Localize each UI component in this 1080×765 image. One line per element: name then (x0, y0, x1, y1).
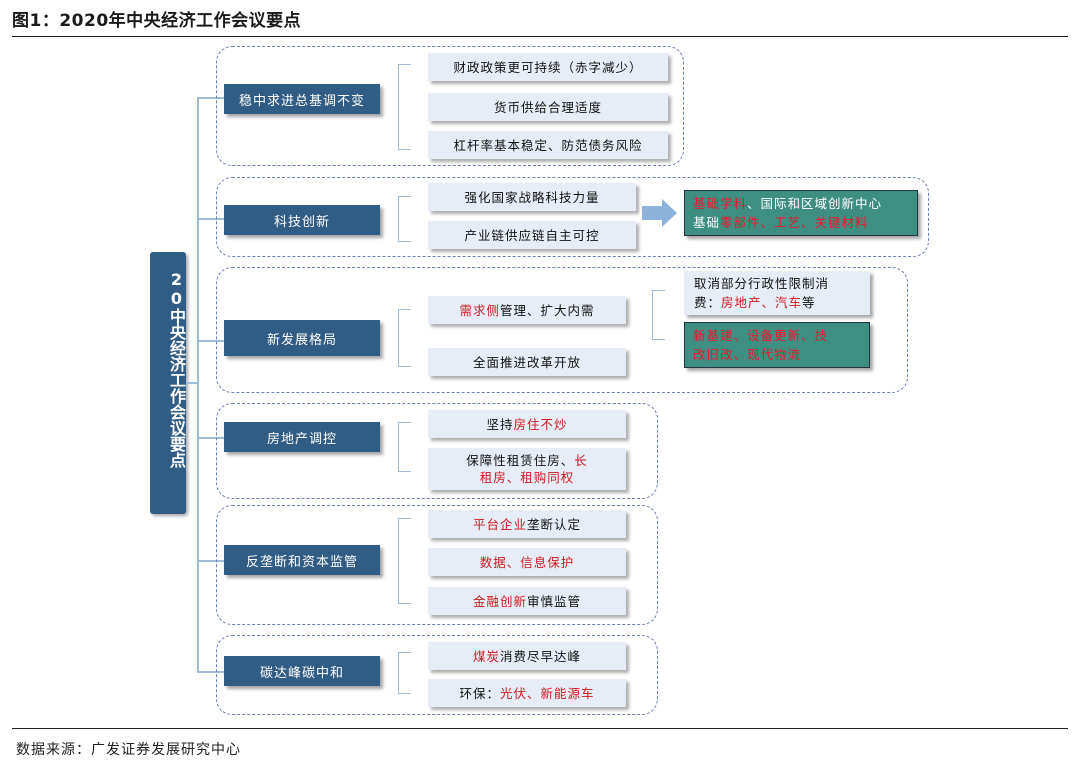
consumption-detail-line-2: 费：房地产、汽车等 (694, 295, 816, 310)
title-rule (12, 36, 1068, 37)
group-3-brace (398, 309, 411, 367)
item-green-energy: 环保：光伏、新能源车 (428, 679, 626, 707)
item-fintech-regulation: 金融创新审慎监管 (428, 587, 626, 615)
branch-2 (197, 218, 224, 220)
branch-6 (197, 671, 224, 673)
item-coal-peak: 煤炭消费尽早达峰 (428, 642, 626, 670)
spine-connector (186, 382, 198, 384)
tech-detail-line-2: 基础零部件、工艺、关键材料 (693, 215, 869, 230)
branch-1 (197, 97, 224, 99)
group-1-frame (216, 46, 684, 166)
group-2-frame (216, 177, 929, 257)
group-2-brace (398, 196, 411, 242)
category-stability: 稳中求进总基调不变 (224, 84, 380, 114)
branch-4 (197, 437, 224, 439)
source-rule (12, 728, 1068, 729)
group-6-brace (398, 652, 411, 694)
group-4-brace (398, 422, 411, 472)
center-label-box: 20中央经济工作会议要点 (150, 252, 186, 514)
category-antitrust: 反垄断和资本监管 (224, 545, 380, 575)
item-leverage-stability: 杠杆率基本稳定、防范债务风险 (428, 131, 668, 159)
item-platform-monopoly: 平台企业垄断认定 (428, 510, 626, 538)
group-4-frame (216, 403, 658, 499)
branch-5 (197, 560, 224, 562)
item-affordable-rental: 保障性租赁住房、长 租房、租购同权 (428, 448, 626, 490)
item-housing-not-speculation: 坚持房住不炒 (428, 410, 626, 438)
group-6-frame (216, 635, 658, 715)
group-3-sub-brace (652, 290, 665, 340)
figure-title: 图1：2020年中央经济工作会议要点 (12, 11, 302, 31)
group-5-brace (398, 518, 411, 604)
right-arrow-icon (642, 199, 677, 227)
center-label: 20中央经济工作会议要点 (167, 270, 186, 468)
tech-detail-line-1: 基础学科、国际和区域创新中心 (693, 196, 883, 211)
tech-detail-box: 基础学科、国际和区域创新中心 基础零部件、工艺、关键材料 (684, 190, 918, 236)
investment-detail-line-2: 改旧改、现代物流 (693, 347, 802, 362)
item-fiscal-policy: 财政政策更可持续（赤字减少） (428, 53, 668, 81)
group-1-brace (398, 64, 411, 150)
investment-detail-line-1: 新基建、设备更新、技 (693, 328, 829, 343)
source-note: 数据来源：广发证券发展研究中心 (16, 742, 241, 758)
category-tech-innovation: 科技创新 (224, 205, 380, 235)
item-reform-opening: 全面推进改革开放 (428, 348, 626, 376)
consumption-detail-line-1: 取消部分行政性限制消 (694, 276, 830, 291)
branch-3 (197, 340, 224, 342)
vertical-connector (197, 97, 199, 673)
consumption-detail-box: 取消部分行政性限制消 费：房地产、汽车等 (684, 271, 870, 315)
item-demand-side: 需求侧管理、扩大内需 (428, 296, 626, 324)
investment-detail-box: 新基建、设备更新、技 改旧改、现代物流 (684, 322, 870, 368)
group-3-frame (216, 267, 908, 393)
category-new-development-pattern: 新发展格局 (224, 320, 380, 356)
group-5-frame (216, 505, 658, 625)
item-data-protection: 数据、信息保护 (428, 548, 626, 576)
item-monetary-supply: 货币供给合理适度 (428, 93, 668, 121)
item-national-strategic-tech: 强化国家战略科技力量 (428, 183, 636, 211)
item-supply-chain: 产业链供应链自主可控 (428, 221, 636, 249)
category-carbon: 碳达峰碳中和 (224, 656, 380, 686)
category-real-estate: 房地产调控 (224, 422, 380, 452)
